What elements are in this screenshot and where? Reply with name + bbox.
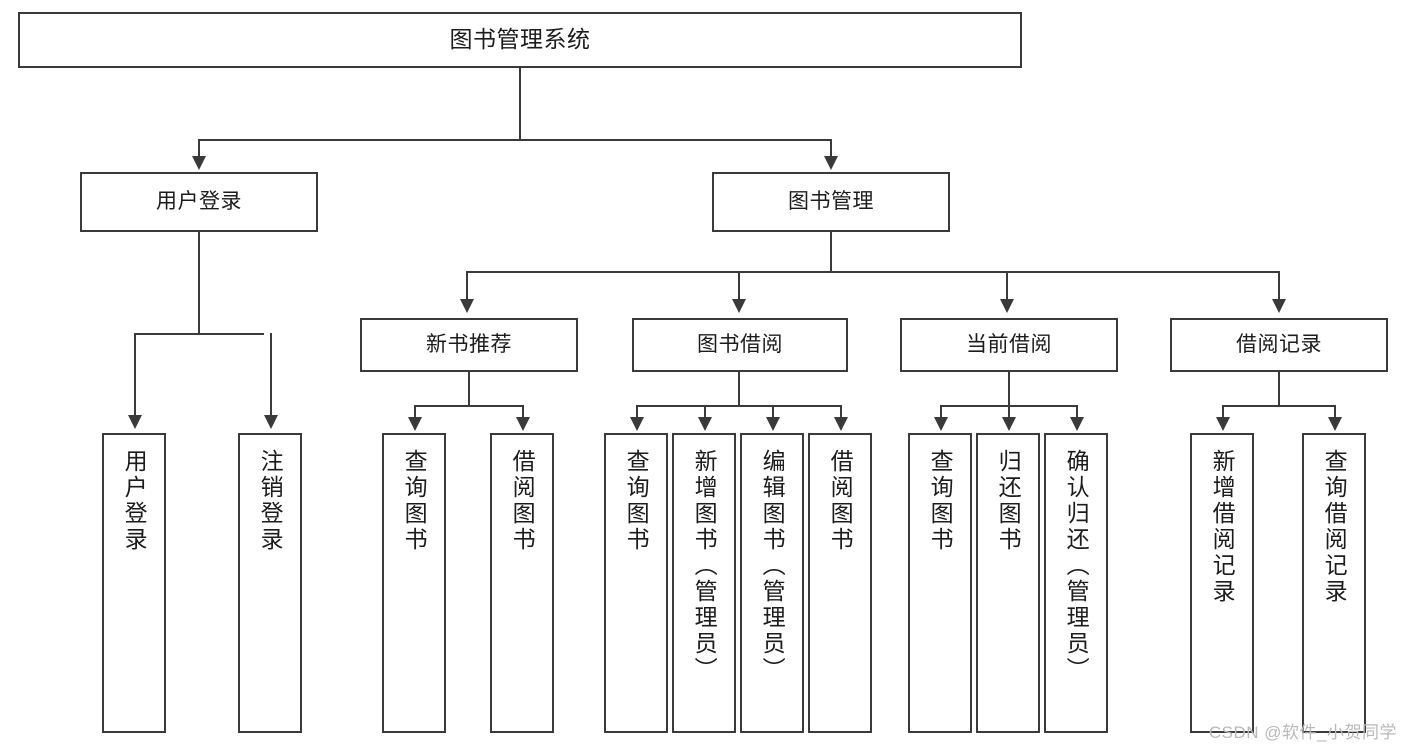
node-label: 当前借阅 (966, 332, 1052, 356)
node-new-book-recommend[interactable]: 新书推荐 (360, 318, 578, 372)
arrow-cb-to-leaf-3 (1070, 417, 1084, 431)
connector-root-to-user-login (198, 139, 200, 158)
connector-cb-to-leaf-3 (1076, 405, 1078, 419)
connector-root-bar (198, 139, 831, 141)
node-user-login[interactable]: 用户登录 (80, 172, 318, 232)
connector-bm-to-borrow-record (1278, 271, 1280, 301)
node-label: 图书借阅 (697, 332, 783, 356)
arrow-bb-to-leaf-3 (766, 417, 780, 431)
node-book-borrow[interactable]: 图书借阅 (632, 318, 848, 372)
arrow-nb-to-leaf-1 (408, 417, 422, 431)
connector-user-login-stem (198, 232, 200, 333)
arrow-user-login-to-leaf-1 (128, 415, 142, 429)
node-label: 新增借阅记录 (1209, 449, 1236, 605)
leaf-book-borrow-add-book-admin[interactable]: 新增图书（管理员） (672, 433, 736, 733)
node-label: 确认归还（管理员） (1063, 449, 1090, 683)
node-label: 借阅记录 (1236, 332, 1322, 356)
connector-bm-to-new-book (466, 271, 468, 301)
connector-borrow-record-stem (1278, 372, 1280, 405)
leaf-new-book-borrow-book[interactable]: 借阅图书 (490, 433, 554, 733)
leaf-current-borrow-query-book[interactable]: 查询图书 (908, 433, 972, 733)
connector-bb-to-leaf-1 (636, 405, 638, 419)
node-label: 借阅图书 (827, 449, 854, 553)
arrow-br-to-leaf-2 (1328, 417, 1342, 431)
leaf-user-login-logout[interactable]: 注销登录 (238, 433, 302, 733)
connector-br-to-leaf-1 (1222, 405, 1224, 419)
connector-user-login-bar (134, 333, 264, 335)
leaf-book-borrow-query-book[interactable]: 查询图书 (604, 433, 668, 733)
connector-bm-to-book-borrow (738, 271, 740, 301)
leaf-new-book-query-book[interactable]: 查询图书 (382, 433, 446, 733)
arrow-bb-to-leaf-2 (698, 417, 712, 431)
node-label: 借阅图书 (509, 449, 536, 553)
node-label: 查询图书 (401, 449, 428, 553)
leaf-book-borrow-borrow-book[interactable]: 借阅图书 (808, 433, 872, 733)
connector-new-book-stem (468, 372, 470, 405)
arrow-bb-to-leaf-4 (834, 417, 848, 431)
connector-root-to-book-management (830, 139, 832, 158)
connector-bm-to-current-borrow (1006, 271, 1008, 301)
connector-br-to-leaf-2 (1334, 405, 1336, 419)
arrow-bm-to-current-borrow (1000, 299, 1014, 313)
node-label: 查询图书 (927, 449, 954, 553)
leaf-current-borrow-confirm-return-admin[interactable]: 确认归还（管理员） (1044, 433, 1108, 733)
arrow-bm-to-borrow-record (1272, 299, 1286, 313)
leaf-borrow-record-add-record[interactable]: 新增借阅记录 (1190, 433, 1254, 733)
node-label: 注销登录 (257, 449, 284, 553)
leaf-book-borrow-edit-book-admin[interactable]: 编辑图书（管理员） (740, 433, 804, 733)
connector-book-management-bar (466, 271, 1278, 273)
node-label: 编辑图书（管理员） (759, 449, 786, 683)
connector-borrow-record-bar (1222, 405, 1336, 407)
connector-user-login-to-leaf-1 (134, 333, 136, 417)
node-label: 查询图书 (623, 449, 650, 553)
leaf-current-borrow-return-book[interactable]: 归还图书 (976, 433, 1040, 733)
node-current-borrow[interactable]: 当前借阅 (900, 318, 1118, 372)
arrow-bb-to-leaf-1 (630, 417, 644, 431)
node-label: 用户登录 (156, 189, 242, 213)
connector-bb-to-leaf-2 (704, 405, 706, 419)
arrow-nb-to-leaf-2 (516, 417, 530, 431)
arrow-cb-to-leaf-2 (1002, 417, 1016, 431)
leaf-borrow-record-query-record[interactable]: 查询借阅记录 (1302, 433, 1366, 733)
arrow-bm-to-new-book (460, 299, 474, 313)
arrow-root-to-user-login (192, 156, 206, 170)
connector-current-borrow-stem (1008, 372, 1010, 405)
connector-root-stem (519, 68, 521, 139)
connector-book-borrow-bar (636, 405, 842, 407)
node-label: 图书管理 (788, 189, 874, 213)
connector-cb-to-leaf-1 (940, 405, 942, 419)
connector-book-management-stem (830, 232, 832, 271)
connector-nb-to-leaf-2 (522, 405, 524, 419)
connector-bb-to-leaf-3 (772, 405, 774, 419)
node-label: 图书管理系统 (449, 26, 591, 53)
node-borrow-record[interactable]: 借阅记录 (1170, 318, 1388, 372)
node-book-management[interactable]: 图书管理 (712, 172, 950, 232)
connector-bb-to-leaf-4 (840, 405, 842, 419)
arrow-bm-to-book-borrow (732, 299, 746, 313)
leaf-user-login-user-login[interactable]: 用户登录 (102, 433, 166, 733)
connector-book-borrow-stem (738, 372, 740, 405)
node-label: 新增图书（管理员） (691, 449, 718, 683)
node-label: 新书推荐 (426, 332, 512, 356)
node-root-book-management-system[interactable]: 图书管理系统 (18, 12, 1022, 68)
connector-cb-to-leaf-2 (1008, 405, 1010, 419)
node-label: 归还图书 (995, 449, 1022, 553)
node-label: 查询借阅记录 (1321, 449, 1348, 605)
arrow-root-to-book-management (824, 156, 838, 170)
node-label: 用户登录 (121, 449, 148, 553)
connector-nb-to-leaf-1 (414, 405, 416, 419)
arrow-user-login-to-leaf-2 (264, 415, 278, 429)
connector-new-book-bar (414, 405, 524, 407)
arrow-cb-to-leaf-1 (934, 417, 948, 431)
connector-user-login-to-leaf-2 (270, 333, 272, 417)
arrow-br-to-leaf-1 (1216, 417, 1230, 431)
